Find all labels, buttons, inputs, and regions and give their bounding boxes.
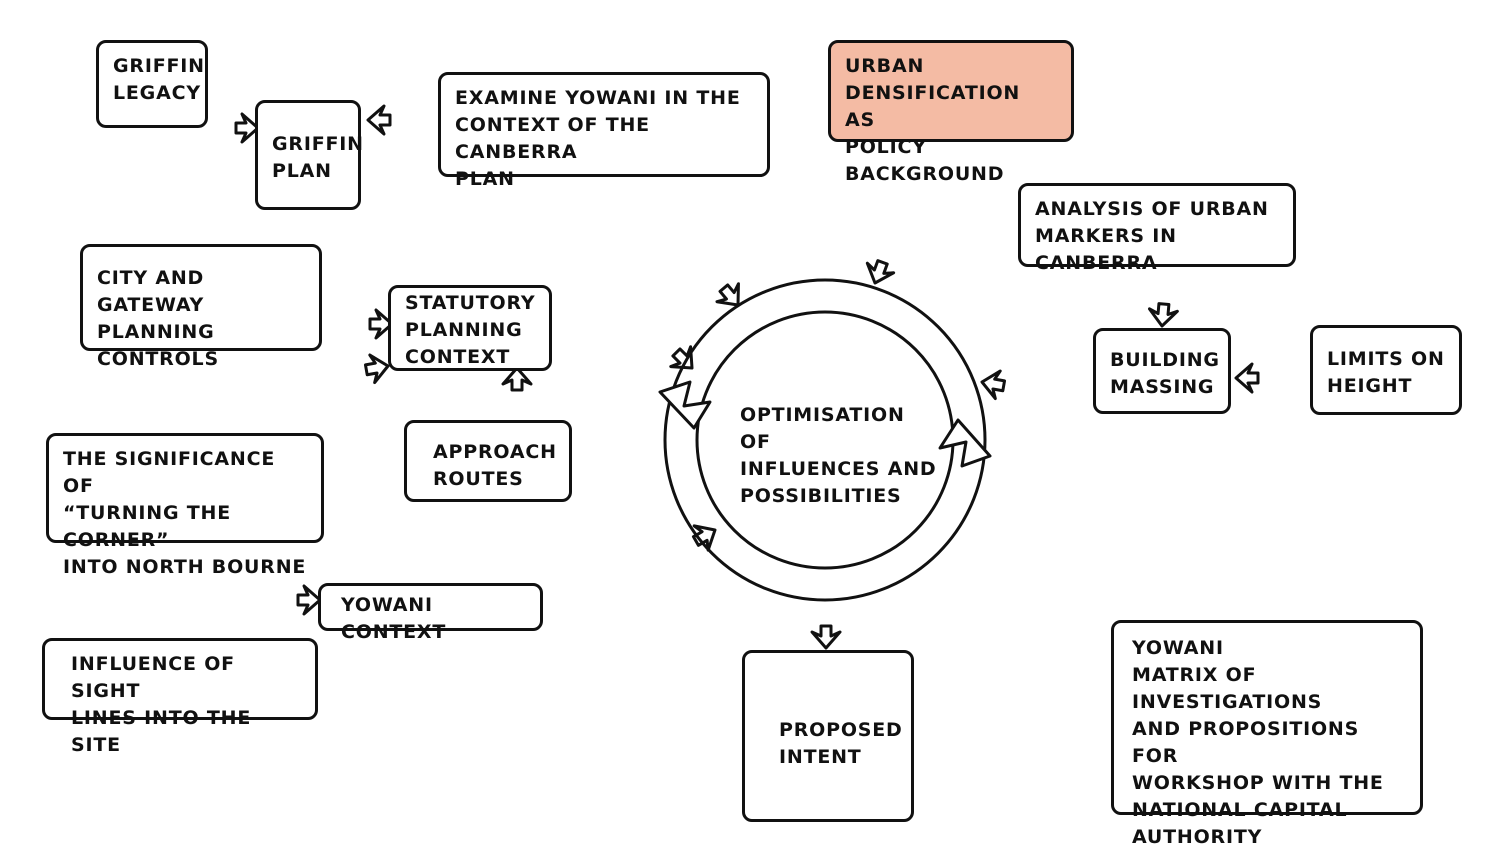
node-proposed-intent: PROPOSED INTENT — [742, 650, 914, 822]
connector-urban-to-hub-arrowhead — [865, 259, 896, 285]
ring-arrowhead-right — [938, 418, 992, 468]
node-statutory-planning: STATUTORY PLANNING CONTEXT — [388, 285, 552, 371]
node-city-gateway: CITY AND GATEWAY PLANNING CONTROLS — [80, 244, 322, 370]
connector-griffin-legacy-to-plan-arrowhead — [234, 112, 260, 144]
connector-limits-to-massing-arrowhead — [1234, 362, 1260, 394]
connector-statutory-to-hub-arrowhead — [669, 345, 694, 370]
connector-griffin-plan-to-hub-arrowhead — [715, 282, 740, 307]
connectors — [204, 88, 1314, 652]
connector-city-gateway-to-statutory-arrowhead — [368, 308, 394, 340]
node-building-massing: BUILDING MASSING — [1093, 328, 1231, 414]
connector-massing-to-hub-arrowhead — [980, 369, 1007, 401]
connector-statutory-to-hub-fill — [548, 314, 696, 372]
connector-approach-to-statutory-arrowhead — [501, 366, 533, 392]
node-matrix-note: YOWANI MATRIX OF INVESTIGATIONS AND PROP… — [1111, 620, 1423, 848]
node-griffin-plan: GRIFFIN PLAN — [255, 100, 363, 210]
node-yowani-context: YOWANI CONTEXT — [318, 583, 543, 643]
hub-ring-outer — [663, 278, 987, 602]
connector-hub-to-proposed-intent-arrowhead — [810, 624, 842, 650]
connector-examine-to-griffin-plan-arrowhead — [366, 104, 392, 136]
node-griffin-legacy: GRIFFIN LEGACY — [96, 40, 208, 128]
connector-griffin-plan-to-hub-fill — [358, 178, 742, 309]
hub-ring — [658, 278, 992, 602]
node-approach-routes: APPROACH ROUTES — [404, 420, 572, 502]
node-analysis-urban-markers: ANALYSIS OF URBAN MARKERS IN CANBERRA — [1018, 183, 1296, 274]
connector-yowani-context-to-hub-fill — [539, 526, 719, 610]
hub-label: OPTIMISATION OF INFLUENCES AND POSSIBILI… — [740, 404, 937, 507]
connector-sight-lines-to-yowani-arrowhead — [296, 584, 322, 616]
node-limits-on-height: LIMITS ON HEIGHT — [1310, 325, 1462, 415]
node-sight-lines: INFLUENCE OF SIGHT LINES INTO THE SITE — [42, 638, 318, 756]
ring-arrowhead-left — [658, 380, 712, 430]
connector-turning-to-statutory-fill — [280, 362, 392, 437]
node-turning-corner: THE SIGNIFICANCE OF “TURNING THE CORNER”… — [46, 433, 324, 578]
node-urban-densification: URBAN DENSIFICATION AS POLICY BACKGROUND — [828, 40, 1074, 185]
connector-analysis-to-massing-arrowhead — [1147, 302, 1179, 328]
connector-turning-to-statutory-arrowhead — [363, 353, 390, 385]
node-examine-yowani: EXAMINE YOWANI IN THE CONTEXT OF THE CAN… — [438, 72, 770, 190]
